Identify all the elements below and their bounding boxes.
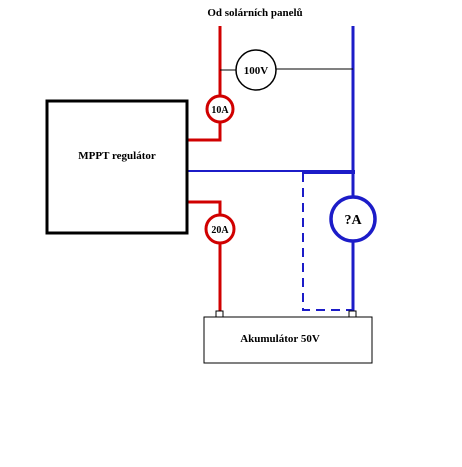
battery-positive-terminal [215,310,224,318]
ammeter-20a [204,213,236,245]
negative-wires [180,26,355,313]
dashed-bypass-wire [302,173,353,311]
ammeter-20a-label: 20A [211,225,229,236]
ammeter-unknown-label: ?A [344,213,362,228]
regulator-output-wire [180,200,222,216]
battery-negative-terminal [348,310,357,318]
diagram-title: Od solárních panelů [207,7,302,19]
battery-box [203,316,373,364]
mppt-regulator-box [45,99,189,235]
voltmeter-label: 100V [244,65,269,77]
mppt-regulator-label: MPPT regulátor [78,150,156,162]
battery-label: Akumulátor 50V [240,333,320,345]
regulator-input-wire [180,122,222,142]
voltmeter-leads [220,68,353,71]
ammeter-10a [205,94,235,124]
positive-wires [180,26,222,313]
voltmeter-100v [235,49,277,91]
ammeter-10a-label: 10A [211,105,229,116]
ammeter-unknown [329,195,377,243]
